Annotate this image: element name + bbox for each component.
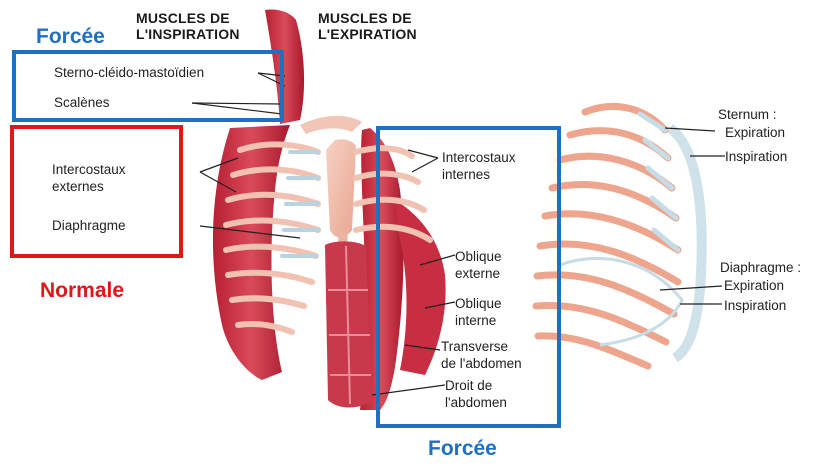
rectus-abdominis <box>325 241 372 407</box>
tag-forcee-top: Forcée <box>36 25 105 49</box>
tag-forcee-bottom: Forcée <box>428 437 497 461</box>
normale-inspiration-box <box>10 125 183 258</box>
header-expiration-line1: MUSCLES DE <box>318 10 412 26</box>
label-sternum-inspiration: Inspiration <box>725 148 787 165</box>
label-sternum: Sternum : <box>718 106 777 123</box>
front-thorax-left <box>213 125 318 380</box>
label-sternum-expiration: Expiration <box>725 124 785 141</box>
forcee-inspiration-box <box>12 50 284 122</box>
label-diaphragme-inspiration: Inspiration <box>724 297 786 314</box>
label-diaphragme-side: Diaphragme : <box>720 259 801 276</box>
tag-normale: Normale <box>40 279 124 303</box>
header-inspiration-line2: L'INSPIRATION <box>136 26 240 42</box>
header-expiration-line2: L'EXPIRATION <box>318 26 417 42</box>
header-inspiration-line1: MUSCLES DE <box>136 10 230 26</box>
forcee-expiration-box <box>376 126 561 428</box>
label-diaphragme-expiration: Expiration <box>724 277 784 294</box>
